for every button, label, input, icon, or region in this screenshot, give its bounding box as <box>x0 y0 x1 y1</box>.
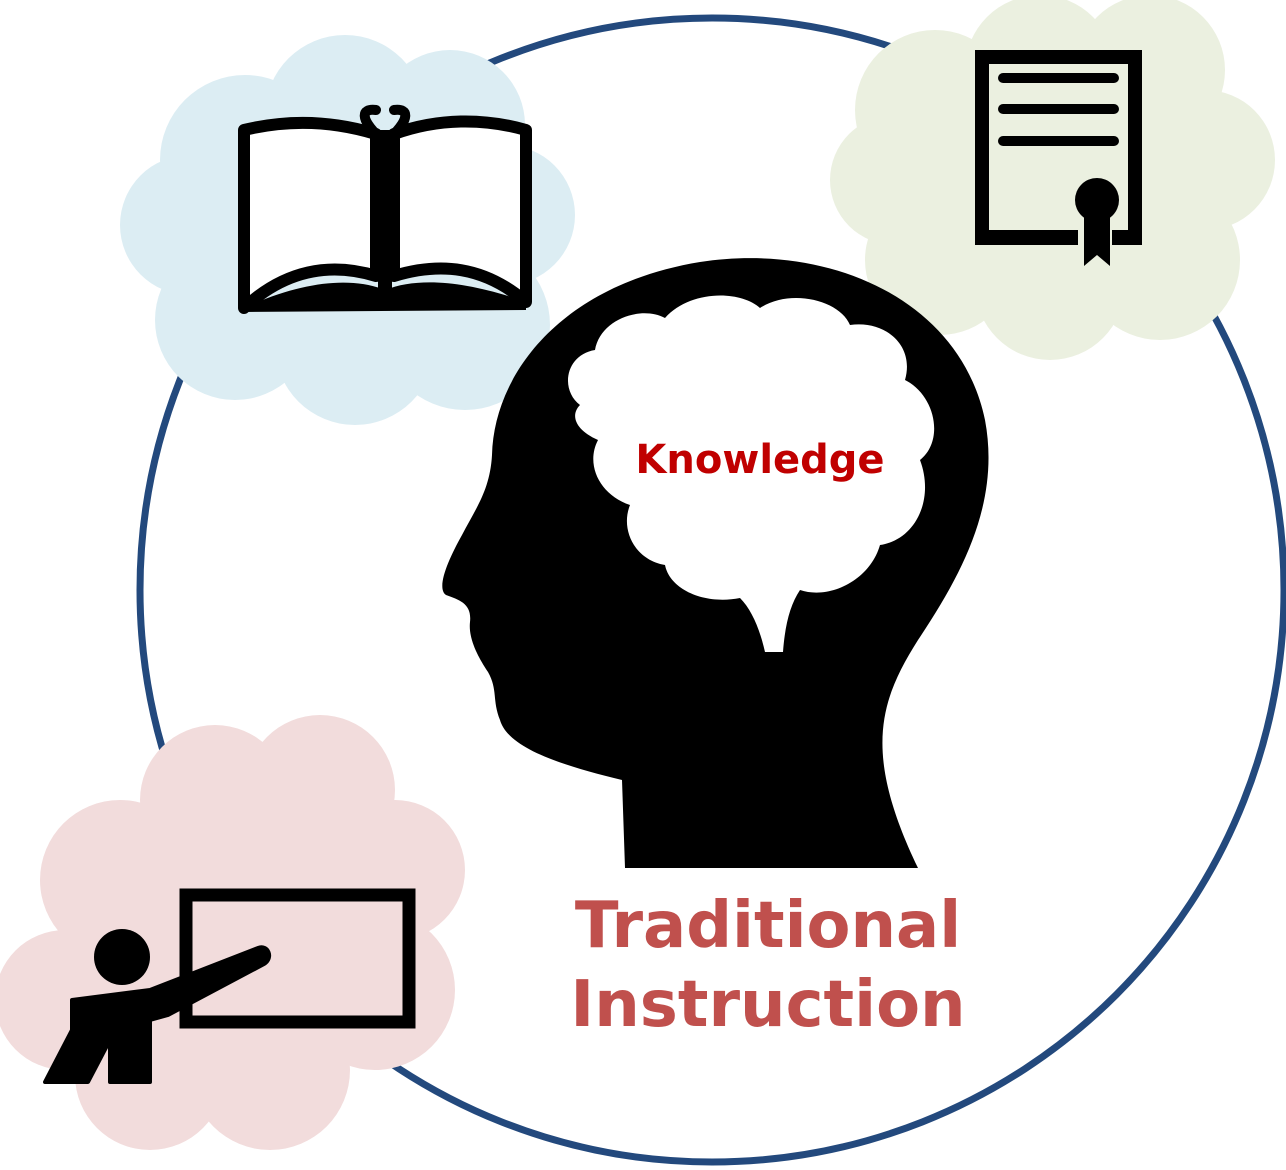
brain-label: Knowledge <box>635 437 884 483</box>
brain-shape <box>568 295 935 652</box>
head-brain-icon <box>442 258 989 868</box>
open-book-icon <box>238 104 532 314</box>
title-line-1: Traditional <box>575 889 961 963</box>
title-line-2: Instruction <box>570 968 965 1042</box>
teacher-at-board-icon <box>43 888 416 1084</box>
certificate-icon <box>975 50 1142 266</box>
